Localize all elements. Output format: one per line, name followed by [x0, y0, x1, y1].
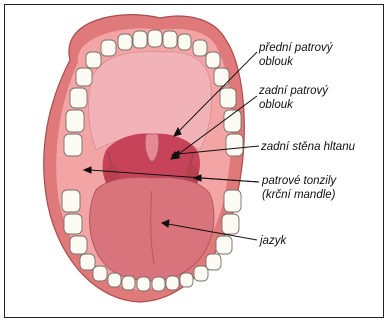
label-tonsils-line1: patrové tonzily [262, 174, 336, 188]
label-tongue: jazyk [260, 234, 286, 248]
label-pharynx-wall: zadní stěna hltanu [261, 140, 355, 154]
label-anterior-arch-line2: oblouk [259, 55, 333, 69]
label-tongue-line1: jazyk [260, 234, 286, 248]
label-posterior-arch-line2: oblouk [259, 98, 328, 112]
label-posterior-arch-line1: zadní patrový [259, 84, 328, 98]
label-pharynx-wall-line1: zadní stěna hltanu [261, 140, 355, 154]
label-tonsils-line2: (krční mandle) [262, 188, 336, 202]
label-anterior-arch-line1: přední patrový [259, 41, 333, 55]
label-anterior-arch: přední patrový oblouk [259, 41, 333, 69]
label-tonsils: patrové tonzily (krční mandle) [262, 174, 336, 202]
label-posterior-arch: zadní patrový oblouk [259, 84, 328, 112]
